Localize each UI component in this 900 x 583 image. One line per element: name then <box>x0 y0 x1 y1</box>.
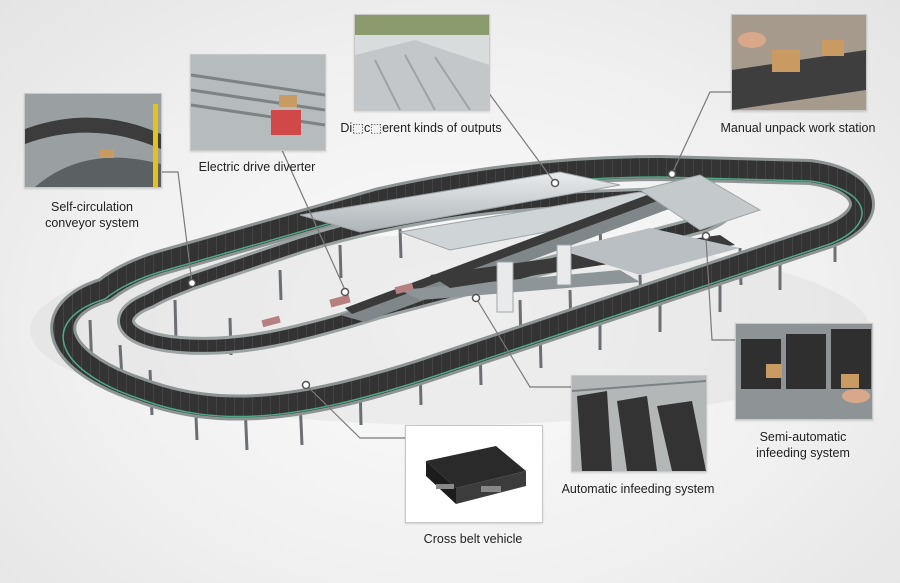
outputs-photo <box>354 14 490 111</box>
manual-unpack-photo <box>731 14 867 111</box>
electric-diverter-photo <box>190 54 326 151</box>
self-circulation-label: Self-circulation conveyor system <box>45 200 139 230</box>
diverter-pads <box>261 282 414 328</box>
outer-loop-belt <box>53 158 872 418</box>
cross-belt-label: Cross belt vehicle <box>423 532 523 546</box>
callout-dots <box>187 169 711 390</box>
auto-infeeding-label: Automatic infeeding system <box>561 482 715 496</box>
callout-lines <box>160 91 735 439</box>
semi-auto-label: Semi-automatic infeeding system <box>756 430 850 460</box>
manual-unpack-label: Manual unpack work station <box>720 121 876 135</box>
infeed-conveyors <box>340 174 762 322</box>
cross-belt-photo <box>405 425 543 523</box>
outputs-label: Di⬚c⬚erent kinds of outputs <box>340 121 502 135</box>
semi-auto-photo <box>735 323 873 420</box>
self-circulation-photo <box>24 93 162 188</box>
auto-infeeding-photo <box>571 375 707 472</box>
electric-diverter-label: Electric drive diverter <box>198 160 316 174</box>
